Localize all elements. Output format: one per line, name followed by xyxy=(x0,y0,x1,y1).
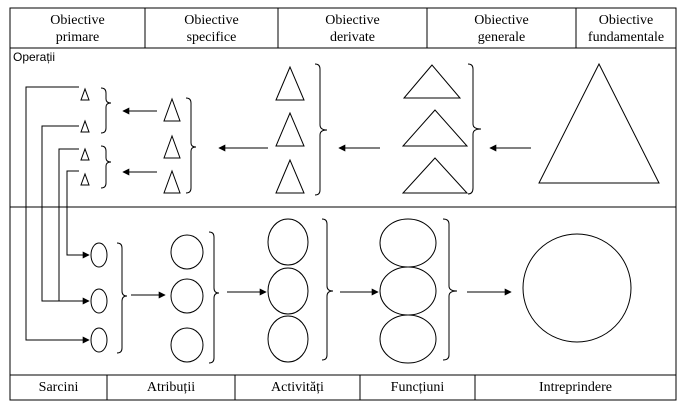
organization-ellipses xyxy=(90,218,632,364)
triangle-fundamental xyxy=(538,62,660,184)
operation-connectors xyxy=(25,86,90,344)
brace-primary-bottom xyxy=(100,145,112,189)
ellipse-attribution-3 xyxy=(170,327,204,363)
connector-4 xyxy=(66,170,90,259)
footer-tasks: Sarcini xyxy=(38,380,79,395)
ellipse-activity-1 xyxy=(267,218,309,266)
triangle-derived-2 xyxy=(275,111,305,147)
ellipse-function-3 xyxy=(379,314,437,364)
triangle-general-2 xyxy=(401,109,469,147)
footer-functions: Funcțiuni xyxy=(390,380,445,395)
ellipse-function-2 xyxy=(379,266,437,316)
header-specific-objectives: Obiective specifice xyxy=(184,13,239,45)
footer-enterprise: Intreprindere xyxy=(538,380,613,395)
flow-arrows xyxy=(122,107,531,299)
objectives-triangles xyxy=(80,62,660,194)
ellipse-activity-3 xyxy=(267,315,309,363)
header-primary-objectives: Obiective primare xyxy=(50,13,105,45)
circle-enterprise xyxy=(522,233,632,343)
triangle-derived-1 xyxy=(275,65,305,101)
ellipse-task-3 xyxy=(90,327,108,353)
triangle-primary-1 xyxy=(80,87,90,101)
connector-2 xyxy=(41,125,90,305)
triangle-primary-3 xyxy=(80,147,90,161)
brace-general xyxy=(467,63,482,195)
brace-activities xyxy=(321,218,334,361)
ellipse-attribution-1 xyxy=(170,234,204,270)
triangle-primary-4 xyxy=(80,172,90,186)
operations-label: Operații xyxy=(13,50,56,64)
triangle-specific-3 xyxy=(163,169,181,194)
triangle-primary-2 xyxy=(80,119,90,133)
connector-1 xyxy=(25,86,90,344)
ellipse-activity-2 xyxy=(267,267,309,315)
ellipse-attribution-2 xyxy=(170,278,204,314)
connector-3 xyxy=(58,148,79,301)
brace-tasks xyxy=(116,242,128,354)
footer-activities: Activități xyxy=(271,380,324,395)
triangle-derived-3 xyxy=(275,158,305,194)
brace-functions xyxy=(442,218,458,361)
ellipse-function-1 xyxy=(379,218,437,268)
header-fundamental-objectives: Obiective fundamentale xyxy=(587,13,665,45)
ellipse-task-1 xyxy=(90,242,108,268)
header-general-objectives: Obiective generale xyxy=(474,13,529,45)
triangle-general-1 xyxy=(402,64,462,99)
triangle-general-3 xyxy=(401,157,469,194)
ellipse-task-2 xyxy=(90,288,108,314)
brace-specific xyxy=(185,97,197,194)
footer-attributions: Atribuții xyxy=(146,380,196,395)
grouping-braces xyxy=(100,63,482,364)
header-derived-objectives: Obiective derivate xyxy=(325,13,380,45)
table-frame xyxy=(9,7,677,401)
brace-primary-top xyxy=(100,87,112,134)
triangle-specific-2 xyxy=(163,134,181,159)
triangle-specific-1 xyxy=(163,97,181,122)
brace-derived xyxy=(314,63,328,196)
brace-attributions xyxy=(208,231,220,364)
